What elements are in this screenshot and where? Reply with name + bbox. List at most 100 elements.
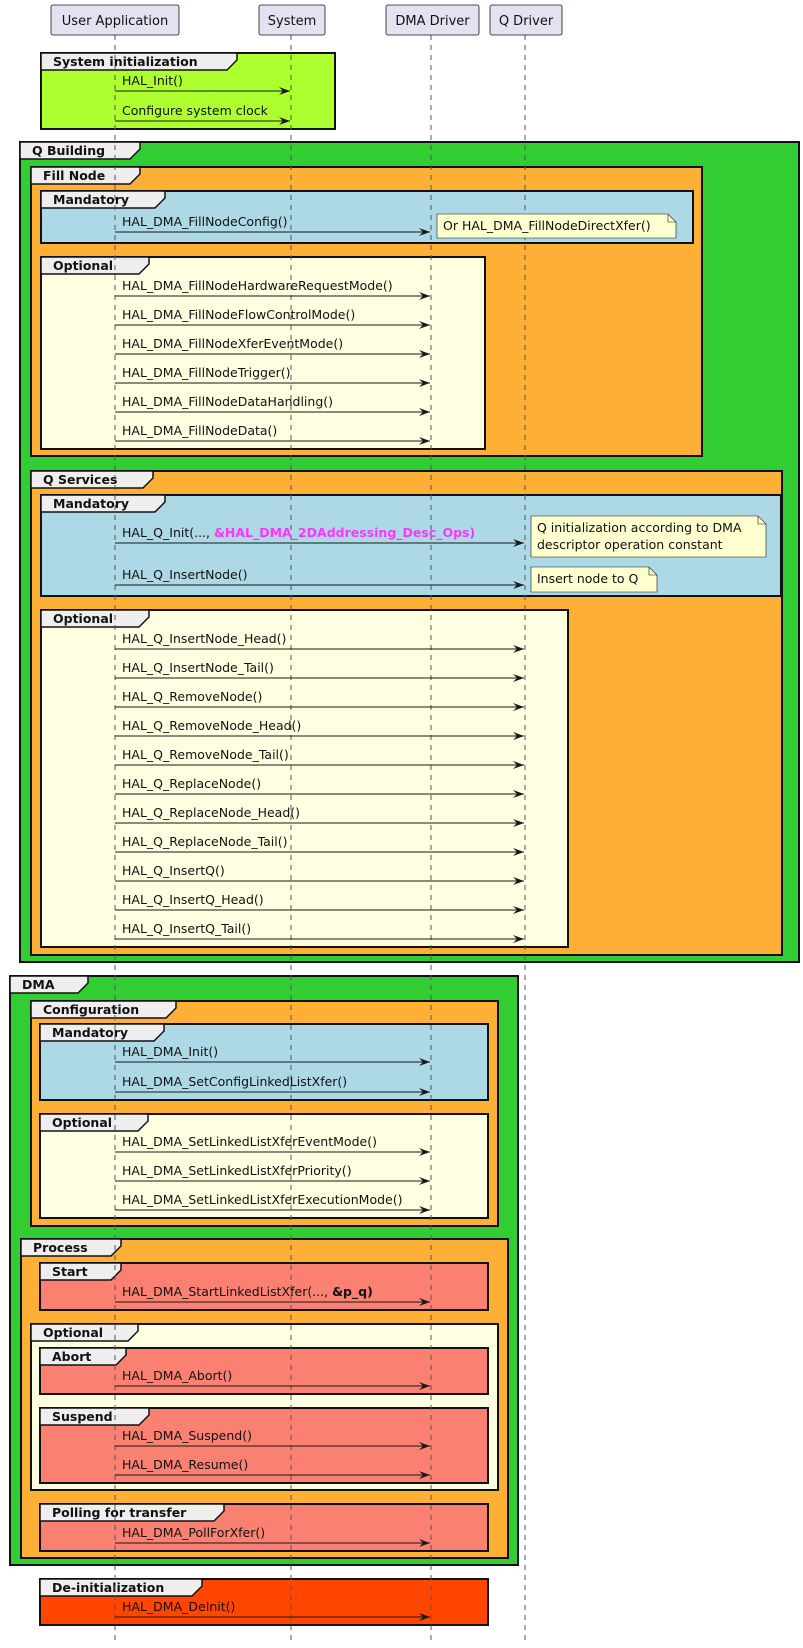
fragment-label: Optional bbox=[43, 1325, 103, 1340]
message: HAL_DMA_DeInit() bbox=[115, 1599, 430, 1621]
fragment-tab bbox=[40, 256, 150, 275]
arrowhead-icon bbox=[513, 848, 524, 856]
participant-box bbox=[258, 4, 326, 36]
arrowhead-icon bbox=[513, 581, 524, 589]
fragment-label: Q Building bbox=[32, 143, 105, 158]
message: HAL_DMA_Resume() bbox=[115, 1457, 430, 1479]
participant-label: Q Driver bbox=[499, 14, 554, 29]
message-label: HAL_DMA_SetLinkedListXferExecutionMode() bbox=[122, 1192, 402, 1207]
message: HAL_DMA_FillNodeConfig() bbox=[115, 214, 430, 236]
message-bold-text: &HAL_DMA_2DAddressing_Desc_Ops) bbox=[214, 525, 475, 541]
message: HAL_Q_InsertQ() bbox=[115, 863, 524, 885]
message: HAL_DMA_FillNodeDataHandling() bbox=[115, 394, 430, 416]
participant-user[interactable]: User Application bbox=[50, 4, 180, 36]
message: HAL_Init() bbox=[115, 73, 290, 95]
fragment-tab bbox=[39, 1578, 203, 1597]
message: HAL_Q_InsertNode() bbox=[115, 567, 524, 589]
participant-sys[interactable]: System bbox=[258, 4, 326, 36]
arrowhead-icon bbox=[419, 1088, 430, 1096]
message-label: HAL_Q_Init(..., &HAL_DMA_2DAddressing_De… bbox=[122, 525, 475, 541]
fragment-de-initialization: De-initialization bbox=[39, 1578, 489, 1626]
message: HAL_DMA_SetLinkedListXferPriority() bbox=[115, 1163, 430, 1185]
arrowhead-icon bbox=[419, 379, 430, 387]
message-text: HAL_Q_InsertQ_Tail() bbox=[122, 921, 251, 936]
note-box bbox=[530, 515, 767, 558]
message-text: HAL_DMA_SetConfigLinkedListXfer() bbox=[122, 1074, 347, 1089]
message-label: HAL_DMA_Init() bbox=[122, 1044, 218, 1059]
fragment-label: Mandatory bbox=[53, 496, 129, 511]
message: HAL_DMA_FillNodeFlowControlMode() bbox=[115, 307, 430, 329]
note-fold-icon bbox=[667, 214, 676, 223]
fragment-label: Fill Node bbox=[43, 168, 105, 183]
message: HAL_DMA_FillNodeData() bbox=[115, 423, 430, 445]
arrowhead-icon bbox=[419, 321, 430, 329]
message: HAL_Q_RemoveNode_Head() bbox=[115, 718, 524, 740]
message: HAL_DMA_StartLinkedListXfer(..., &p_q) bbox=[115, 1284, 430, 1306]
fragment-tab bbox=[30, 1323, 139, 1342]
message-label: HAL_Q_ReplaceNode_Tail() bbox=[122, 834, 288, 849]
fragment-label: Mandatory bbox=[53, 192, 129, 207]
message-label: HAL_DMA_SetLinkedListXferEventMode() bbox=[122, 1134, 377, 1149]
message-text: HAL_DMA_FillNodeHardwareRequestMode() bbox=[122, 278, 393, 293]
message-label: HAL_DMA_FillNodeDataHandling() bbox=[122, 394, 333, 409]
arrowhead-icon bbox=[513, 935, 524, 943]
participant-dma[interactable]: DMA Driver bbox=[385, 4, 480, 36]
fragment-tab bbox=[9, 975, 89, 994]
message-text: HAL_Q_RemoveNode_Head() bbox=[122, 718, 301, 733]
fragment-tab bbox=[20, 1238, 122, 1257]
arrowhead-icon bbox=[419, 437, 430, 445]
message-text: HAL_DMA_StartLinkedListXfer(..., bbox=[122, 1284, 332, 1299]
arrowhead-icon bbox=[419, 1442, 430, 1450]
message: HAL_DMA_FillNodeXferEventMode() bbox=[115, 336, 430, 358]
arrowhead-icon bbox=[513, 790, 524, 798]
message-text: HAL_DMA_FillNodeFlowControlMode() bbox=[122, 307, 355, 322]
participant-q[interactable]: Q Driver bbox=[489, 4, 563, 36]
message: HAL_DMA_SetLinkedListXferExecutionMode() bbox=[115, 1192, 430, 1214]
fragment-box bbox=[40, 609, 569, 948]
message-label: HAL_DMA_StartLinkedListXfer(..., &p_q) bbox=[122, 1284, 373, 1300]
message-label: HAL_DMA_SetLinkedListXferPriority() bbox=[122, 1163, 352, 1178]
arrowhead-icon bbox=[279, 87, 290, 95]
message: HAL_DMA_PollForXfer() bbox=[115, 1525, 430, 1547]
arrowhead-icon bbox=[513, 761, 524, 769]
arrowhead-icon bbox=[419, 228, 430, 236]
fragment-tab bbox=[40, 609, 150, 628]
fragment-tab bbox=[39, 1023, 165, 1042]
message-text: HAL_DMA_DeInit() bbox=[122, 1599, 235, 1614]
message-label: HAL_DMA_FillNodeData() bbox=[122, 423, 277, 438]
message: HAL_DMA_Abort() bbox=[115, 1368, 430, 1390]
note-line: Or HAL_DMA_FillNodeDirectXfer() bbox=[443, 218, 651, 233]
message-text: HAL_DMA_SetLinkedListXferExecutionMode() bbox=[122, 1192, 402, 1207]
note-line: Q initialization according to DMA bbox=[537, 520, 742, 535]
fragment-label: System initialization bbox=[53, 54, 198, 69]
arrowhead-icon bbox=[513, 819, 524, 827]
note: Insert node to Q bbox=[530, 566, 658, 593]
note-box bbox=[436, 213, 677, 239]
fragment-label: De-initialization bbox=[52, 1580, 164, 1595]
fragment-label: DMA bbox=[22, 977, 55, 992]
message-label: HAL_Q_RemoveNode_Tail() bbox=[122, 747, 289, 762]
message-text: Configure system clock bbox=[122, 103, 269, 118]
message: HAL_Q_RemoveNode_Tail() bbox=[115, 747, 524, 769]
arrowhead-icon bbox=[513, 732, 524, 740]
arrowhead-icon bbox=[279, 117, 290, 125]
message: HAL_DMA_SetConfigLinkedListXfer() bbox=[115, 1074, 430, 1096]
message-text: HAL_DMA_Suspend() bbox=[122, 1428, 252, 1443]
message-label: HAL_DMA_FillNodeXferEventMode() bbox=[122, 336, 343, 351]
message-text: HAL_DMA_FillNodeDataHandling() bbox=[122, 394, 333, 409]
arrowhead-icon bbox=[419, 350, 430, 358]
note: Q initialization according to DMAdescrip… bbox=[530, 515, 767, 558]
note: Or HAL_DMA_FillNodeDirectXfer() bbox=[436, 213, 677, 239]
fragment-label: Start bbox=[52, 1264, 88, 1279]
fragment-label: Optional bbox=[53, 611, 113, 626]
message-text: HAL_DMA_FillNodeXferEventMode() bbox=[122, 336, 343, 351]
message-label: HAL_DMA_Abort() bbox=[122, 1368, 232, 1383]
message-label: HAL_DMA_SetConfigLinkedListXfer() bbox=[122, 1074, 347, 1089]
arrowhead-icon bbox=[513, 703, 524, 711]
message-label: HAL_Q_InsertQ_Head() bbox=[122, 892, 264, 907]
arrowhead-icon bbox=[419, 1539, 430, 1547]
message: HAL_Q_InsertQ_Head() bbox=[115, 892, 524, 914]
message-label: HAL_Q_InsertNode_Head() bbox=[122, 631, 286, 646]
fragment-tab bbox=[40, 190, 166, 209]
